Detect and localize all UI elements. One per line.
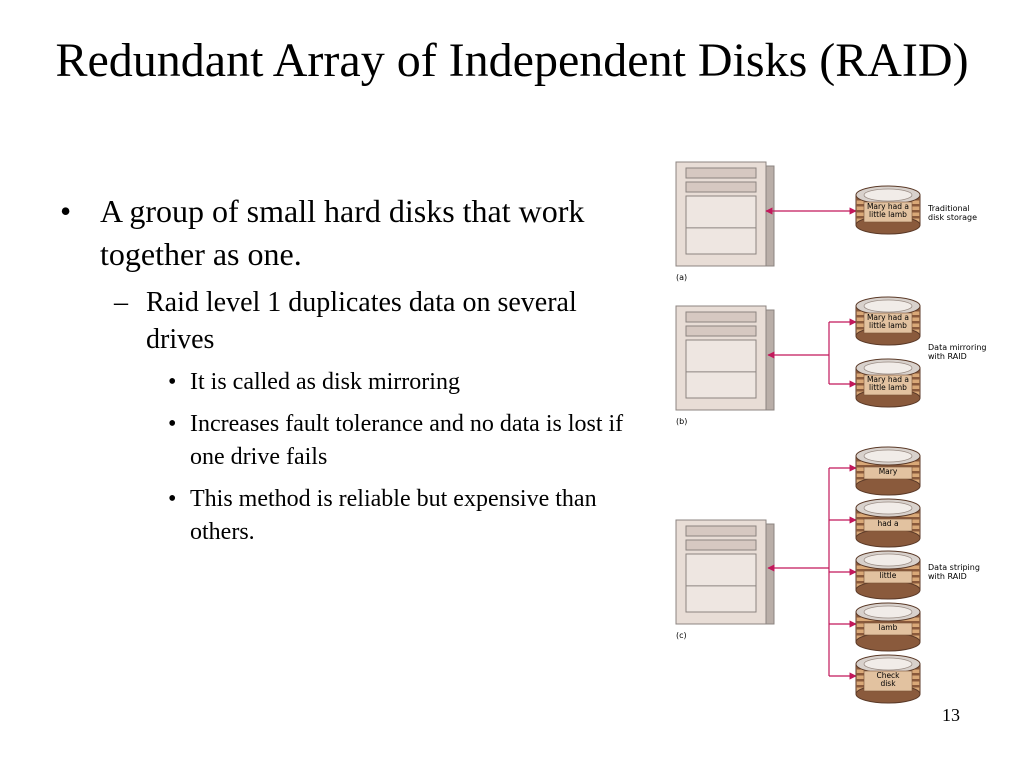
bullet-text: It is called as disk mirroring <box>190 369 460 395</box>
bullet-level1: • A group of small hard disks that work … <box>60 190 640 276</box>
caption-a-line1: Traditional <box>927 204 970 213</box>
disk-c: had a <box>855 498 921 548</box>
disk-label: little lamb <box>869 210 907 219</box>
disk-label-box <box>863 622 913 636</box>
disk-label-box <box>863 374 913 396</box>
server-bay <box>685 181 757 193</box>
disk-top-inner <box>863 299 913 313</box>
disk-c: Mary <box>855 446 921 496</box>
disk-label-box <box>863 466 913 480</box>
disk-stripe <box>856 517 920 520</box>
server-panel <box>685 339 757 399</box>
page-number: 13 <box>942 705 960 725</box>
disk-label: Check <box>876 671 900 680</box>
panel-letter-c: (c) <box>676 631 687 640</box>
bullet-dot-icon: • <box>60 193 72 229</box>
disk-label-box <box>863 518 913 532</box>
disk-stripe <box>856 621 920 624</box>
disk-top-inner <box>863 188 913 202</box>
server-a <box>675 161 775 267</box>
caption-c-line1: Data striping <box>928 563 980 572</box>
server-panel <box>685 195 757 255</box>
disk-stripe <box>856 569 920 572</box>
caption-b-line1: Data mirroring <box>928 343 986 352</box>
server-bay <box>685 311 757 323</box>
disk-bottom <box>855 580 921 600</box>
disk-label: had a <box>877 519 898 528</box>
server-side <box>765 523 775 625</box>
panel-letter-a: (a) <box>676 273 687 282</box>
disk-label: Mary had a <box>867 375 909 384</box>
disk-label: Mary <box>879 467 898 476</box>
disk-top-inner <box>863 657 913 671</box>
server-side <box>765 309 775 411</box>
bullet-text: A group of small hard disks that work to… <box>100 193 585 272</box>
disk-label: little lamb <box>869 383 907 392</box>
disk-label: Mary had a <box>867 313 909 322</box>
bullet-dot-icon: • <box>168 369 177 395</box>
disk-label-box <box>863 570 913 584</box>
server-bay <box>685 539 757 551</box>
panel-letter-b: (b) <box>676 417 687 426</box>
disk-top-inner <box>863 361 913 375</box>
disk-c: lamb <box>855 602 921 652</box>
disk-stripe <box>856 465 920 468</box>
server-b <box>675 305 775 411</box>
bullet-level3: • It is called as disk mirroring <box>60 366 640 399</box>
server-side <box>765 165 775 267</box>
disk-bottom <box>855 476 921 496</box>
disk-label: Mary had a <box>867 202 909 211</box>
disk-label-box <box>863 312 913 334</box>
bullet-list: • A group of small hard disks that work … <box>60 190 640 558</box>
disk-label: little <box>880 571 897 580</box>
bullet-dash-icon: – <box>114 287 128 318</box>
server-c <box>675 519 775 625</box>
server-bay <box>685 525 757 537</box>
caption-c-line2: with RAID <box>928 572 967 581</box>
server-bay <box>685 167 757 179</box>
bullet-text: This method is reliable but expensive th… <box>190 486 597 545</box>
bullet-level3: • Increases fault tolerance and no data … <box>60 408 640 474</box>
bullet-text: Increases fault tolerance and no data is… <box>190 411 624 470</box>
disk-c: little <box>855 550 921 600</box>
disk-label: little lamb <box>869 321 907 330</box>
disk-bottom <box>855 632 921 652</box>
server-panel <box>685 553 757 613</box>
bullet-dot-icon: • <box>168 486 177 512</box>
bullet-dot-icon: • <box>168 411 177 437</box>
disk-top-inner <box>863 501 913 515</box>
disk-top-inner <box>863 449 913 463</box>
bullet-level2: – Raid level 1 duplicates data on severa… <box>60 284 640 358</box>
bullet-level3: • This method is reliable but expensive … <box>60 483 640 549</box>
disk-label-box <box>863 201 913 223</box>
disk-label: lamb <box>879 623 898 632</box>
disk-bottom <box>855 528 921 548</box>
disk-top-inner <box>863 553 913 567</box>
disk-label-box <box>863 670 913 692</box>
caption-a-line2: disk storage <box>928 213 977 222</box>
disk-label: disk <box>880 679 896 688</box>
disk-top-inner <box>863 605 913 619</box>
server-bay <box>685 325 757 337</box>
slide-title: Redundant Array of Independent Disks (RA… <box>55 34 969 87</box>
bullet-text: Raid level 1 duplicates data on several … <box>146 287 577 355</box>
caption-b-line2: with RAID <box>928 352 967 361</box>
